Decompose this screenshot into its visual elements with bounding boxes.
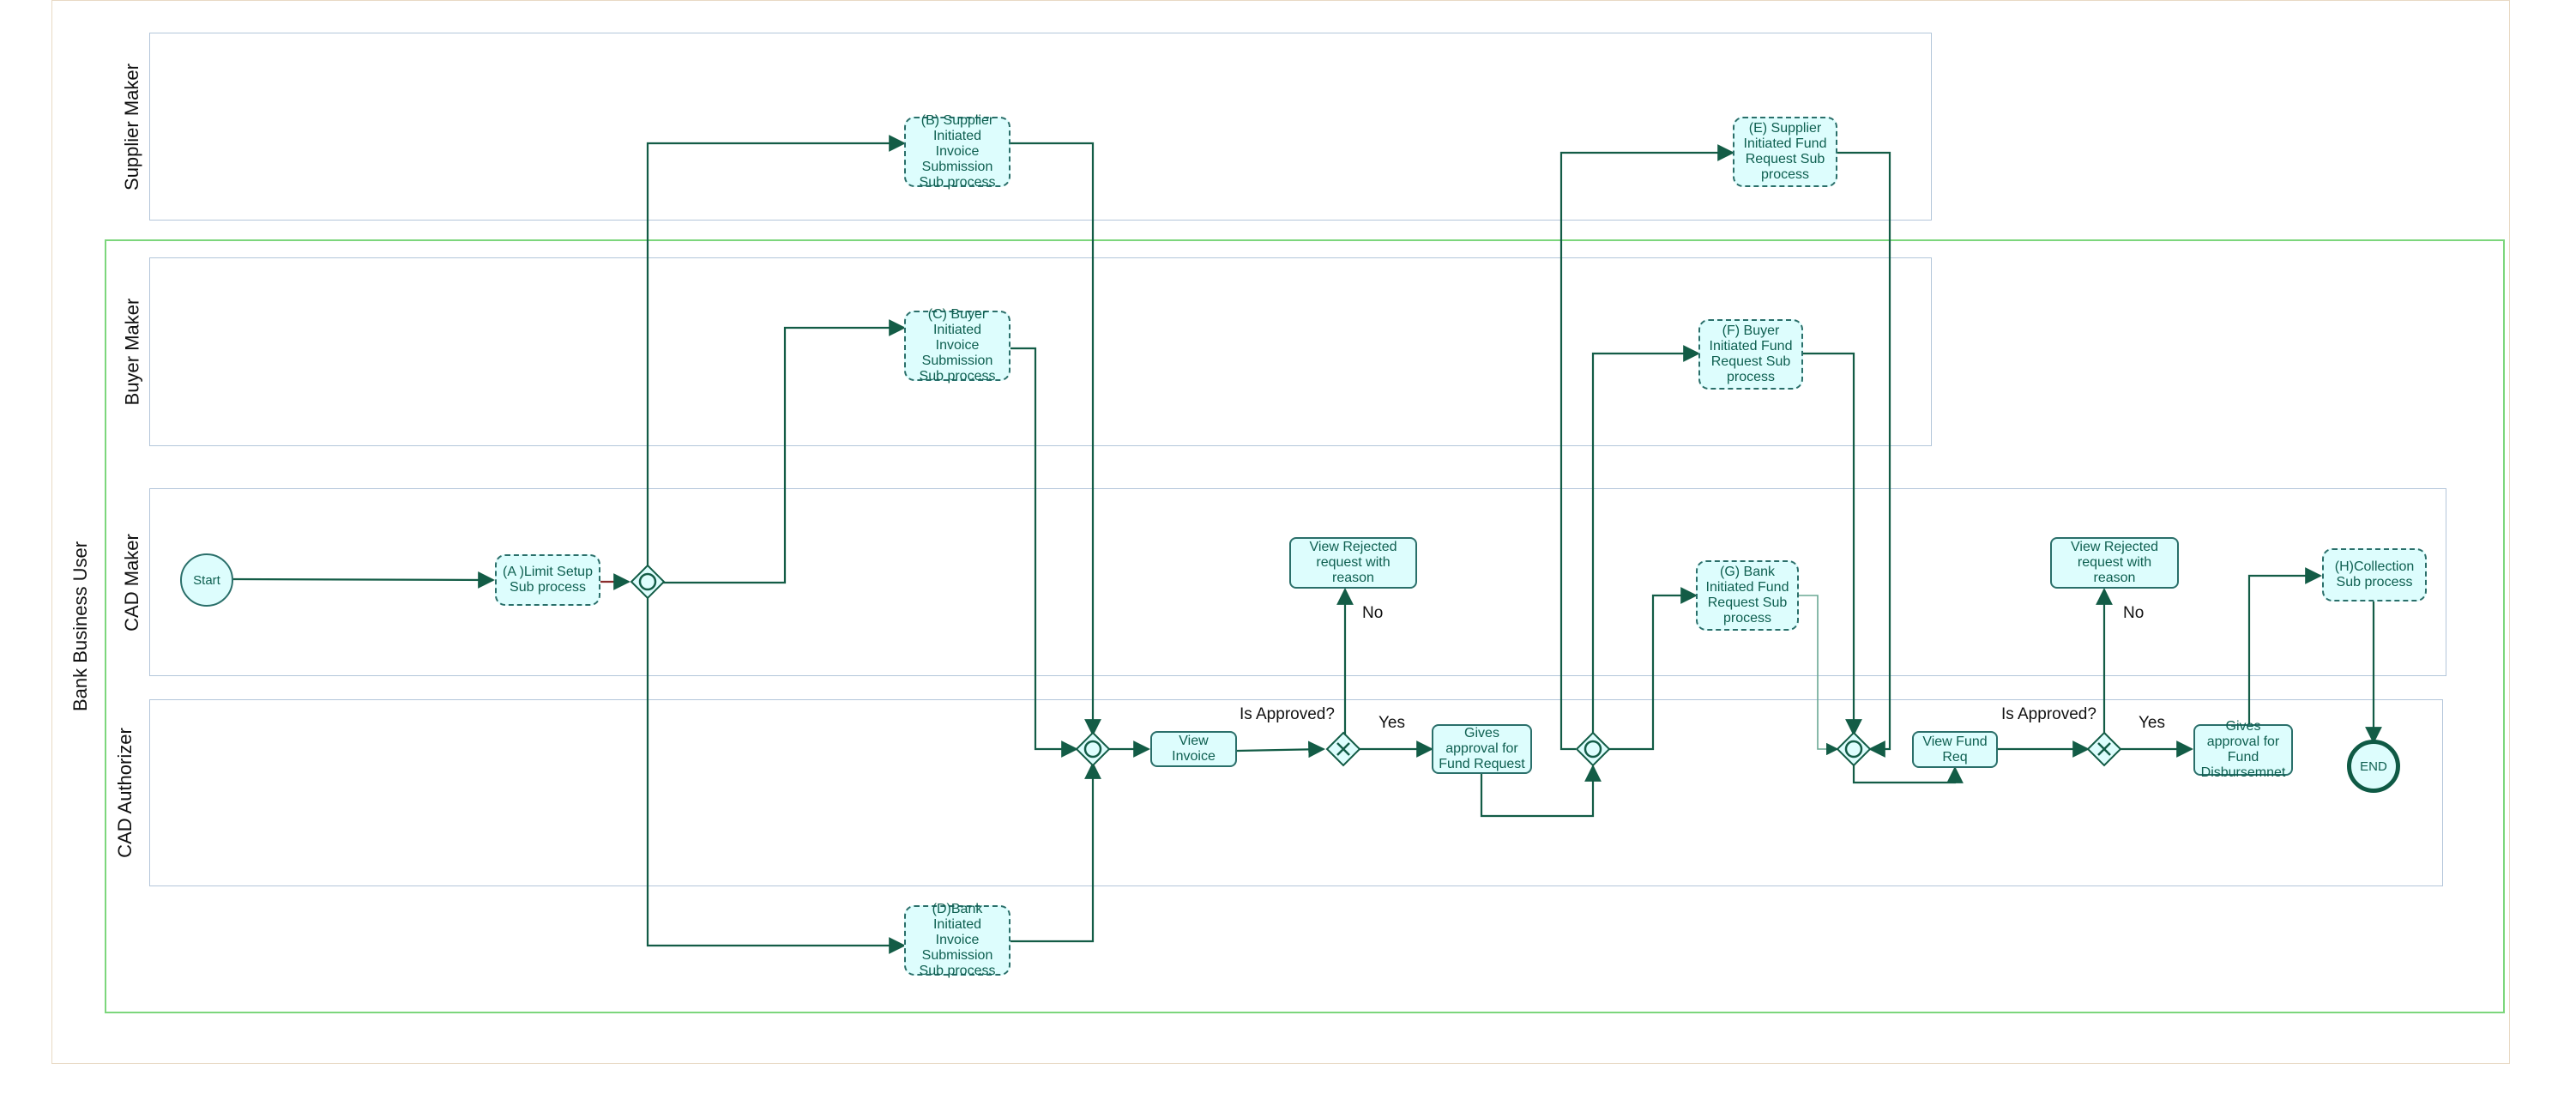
- label-no-2: No: [2123, 604, 2145, 622]
- task-a-limit-setup[interactable]: (A )Limit Setup Sub process: [495, 554, 600, 606]
- start-event[interactable]: Start: [180, 553, 233, 607]
- task-g-label: (G) Bank Initiated Fund Request Sub proc…: [1705, 565, 1789, 626]
- flow-approval-to-gateway-3: [1480, 765, 1602, 818]
- task-e-supplier-fund-request[interactable]: (E) Supplier Initiated Fund Request Sub …: [1733, 117, 1837, 187]
- gateway-decision-approved-2[interactable]: [2086, 731, 2122, 767]
- task-e-label: (E) Supplier Initiated Fund Request Sub …: [1743, 121, 1827, 182]
- task-f-label: (F) Buyer Initiated Fund Request Sub pro…: [1709, 323, 1793, 384]
- diagram-frame: [51, 0, 2510, 1064]
- task-view-invoice[interactable]: View Invoice: [1150, 731, 1237, 767]
- flow-g-to-gateway-4: [1799, 595, 1839, 756]
- gateway-merge-fund-request[interactable]: [1836, 731, 1872, 767]
- gateway-parallel-1[interactable]: [630, 564, 666, 600]
- task-view-rejected-2-label: View Rejected request with reason: [2071, 540, 2158, 585]
- label-is-approved-1: Is Approved?: [1240, 705, 1335, 723]
- flow-view-invoice-to-decision-1: [1236, 740, 1325, 759]
- task-c-label: (C) Buyer Initiated Invoice Submission S…: [919, 307, 996, 384]
- flow-gateway-3-to-e: [1559, 144, 1734, 751]
- flow-d-to-gateway-2: [1010, 762, 1101, 943]
- flow-gateway-1-to-c: [662, 319, 906, 584]
- flow-gateway-1-to-d: [646, 595, 906, 954]
- lane-cad-maker: [149, 488, 2446, 676]
- pool-bank-business-user: [105, 239, 2505, 1013]
- flow-gateway-3-to-g: [1609, 587, 1698, 751]
- task-b-supplier-invoice[interactable]: (B) Supplier Initiated Invoice Submissio…: [904, 113, 1010, 190]
- task-gives-approval-fund-request-label: Gives approval for Fund Request: [1439, 726, 1525, 771]
- task-d-label: (D)Bank Initiated Invoice Submission Sub…: [919, 902, 996, 978]
- flow-b-to-gateway-2: [1010, 142, 1101, 736]
- flow-gateway-4-to-view-fund-req: [1852, 764, 1964, 784]
- gateway-merge-invoice[interactable]: [1075, 731, 1111, 767]
- flow-start-to-a: [232, 571, 495, 589]
- task-view-fund-req-label: View Fund Req: [1922, 734, 1988, 765]
- task-h-collection[interactable]: (H)Collection Sub process: [2322, 548, 2427, 601]
- task-d-bank-invoice[interactable]: (D)Bank Initiated Invoice Submission Sub…: [904, 902, 1010, 978]
- task-view-rejected-1-label: View Rejected request with reason: [1309, 540, 1397, 585]
- gateway-split-fund-request[interactable]: [1575, 731, 1611, 767]
- label-no-1: No: [1362, 604, 1384, 622]
- task-view-rejected-1[interactable]: View Rejected request with reason: [1289, 537, 1417, 589]
- task-f-buyer-fund-request[interactable]: (F) Buyer Initiated Fund Request Sub pro…: [1698, 319, 1803, 390]
- flow-approval-to-h: [2247, 567, 2322, 724]
- task-view-rejected-2[interactable]: View Rejected request with reason: [2050, 537, 2179, 589]
- label-yes-2: Yes: [2139, 714, 2165, 732]
- flow-e-to-gateway-4: [1837, 151, 1891, 758]
- task-gives-approval-disbursement[interactable]: Gives approval for Fund Disbursemnet: [2193, 719, 2293, 780]
- lane-supplier-maker: [149, 33, 1932, 221]
- flow-gateway-1-to-b: [646, 135, 906, 571]
- flow-gateway-3-to-f: [1591, 345, 1700, 736]
- task-a-label: (A )Limit Setup Sub process: [503, 565, 593, 595]
- label-yes-1: Yes: [1378, 714, 1405, 732]
- task-h-label: (H)Collection Sub process: [2334, 559, 2415, 589]
- end-event[interactable]: END: [2347, 740, 2400, 793]
- task-view-invoice-label: View Invoice: [1172, 734, 1216, 764]
- gateway-decision-approved-1[interactable]: [1325, 731, 1361, 767]
- task-g-bank-fund-request[interactable]: (G) Bank Initiated Fund Request Sub proc…: [1696, 560, 1799, 631]
- start-event-label: Start: [193, 572, 220, 588]
- label-is-approved-2: Is Approved?: [2001, 705, 2096, 723]
- lane-cad-authorizer: [149, 699, 2443, 886]
- end-event-label: END: [2360, 759, 2387, 774]
- flow-f-to-gateway-4: [1803, 352, 1862, 736]
- task-view-fund-req[interactable]: View Fund Req: [1912, 731, 1998, 768]
- task-b-label: (B) Supplier Initiated Invoice Submissio…: [919, 113, 996, 190]
- flow-c-to-gateway-2: [1010, 347, 1078, 758]
- task-c-buyer-invoice[interactable]: (C) Buyer Initiated Invoice Submission S…: [904, 307, 1010, 384]
- task-gives-approval-disbursement-label: Gives approval for Fund Disbursemnet: [2200, 719, 2286, 780]
- lane-buyer-maker: [149, 257, 1932, 446]
- task-gives-approval-fund-request[interactable]: Gives approval for Fund Request: [1432, 724, 1532, 774]
